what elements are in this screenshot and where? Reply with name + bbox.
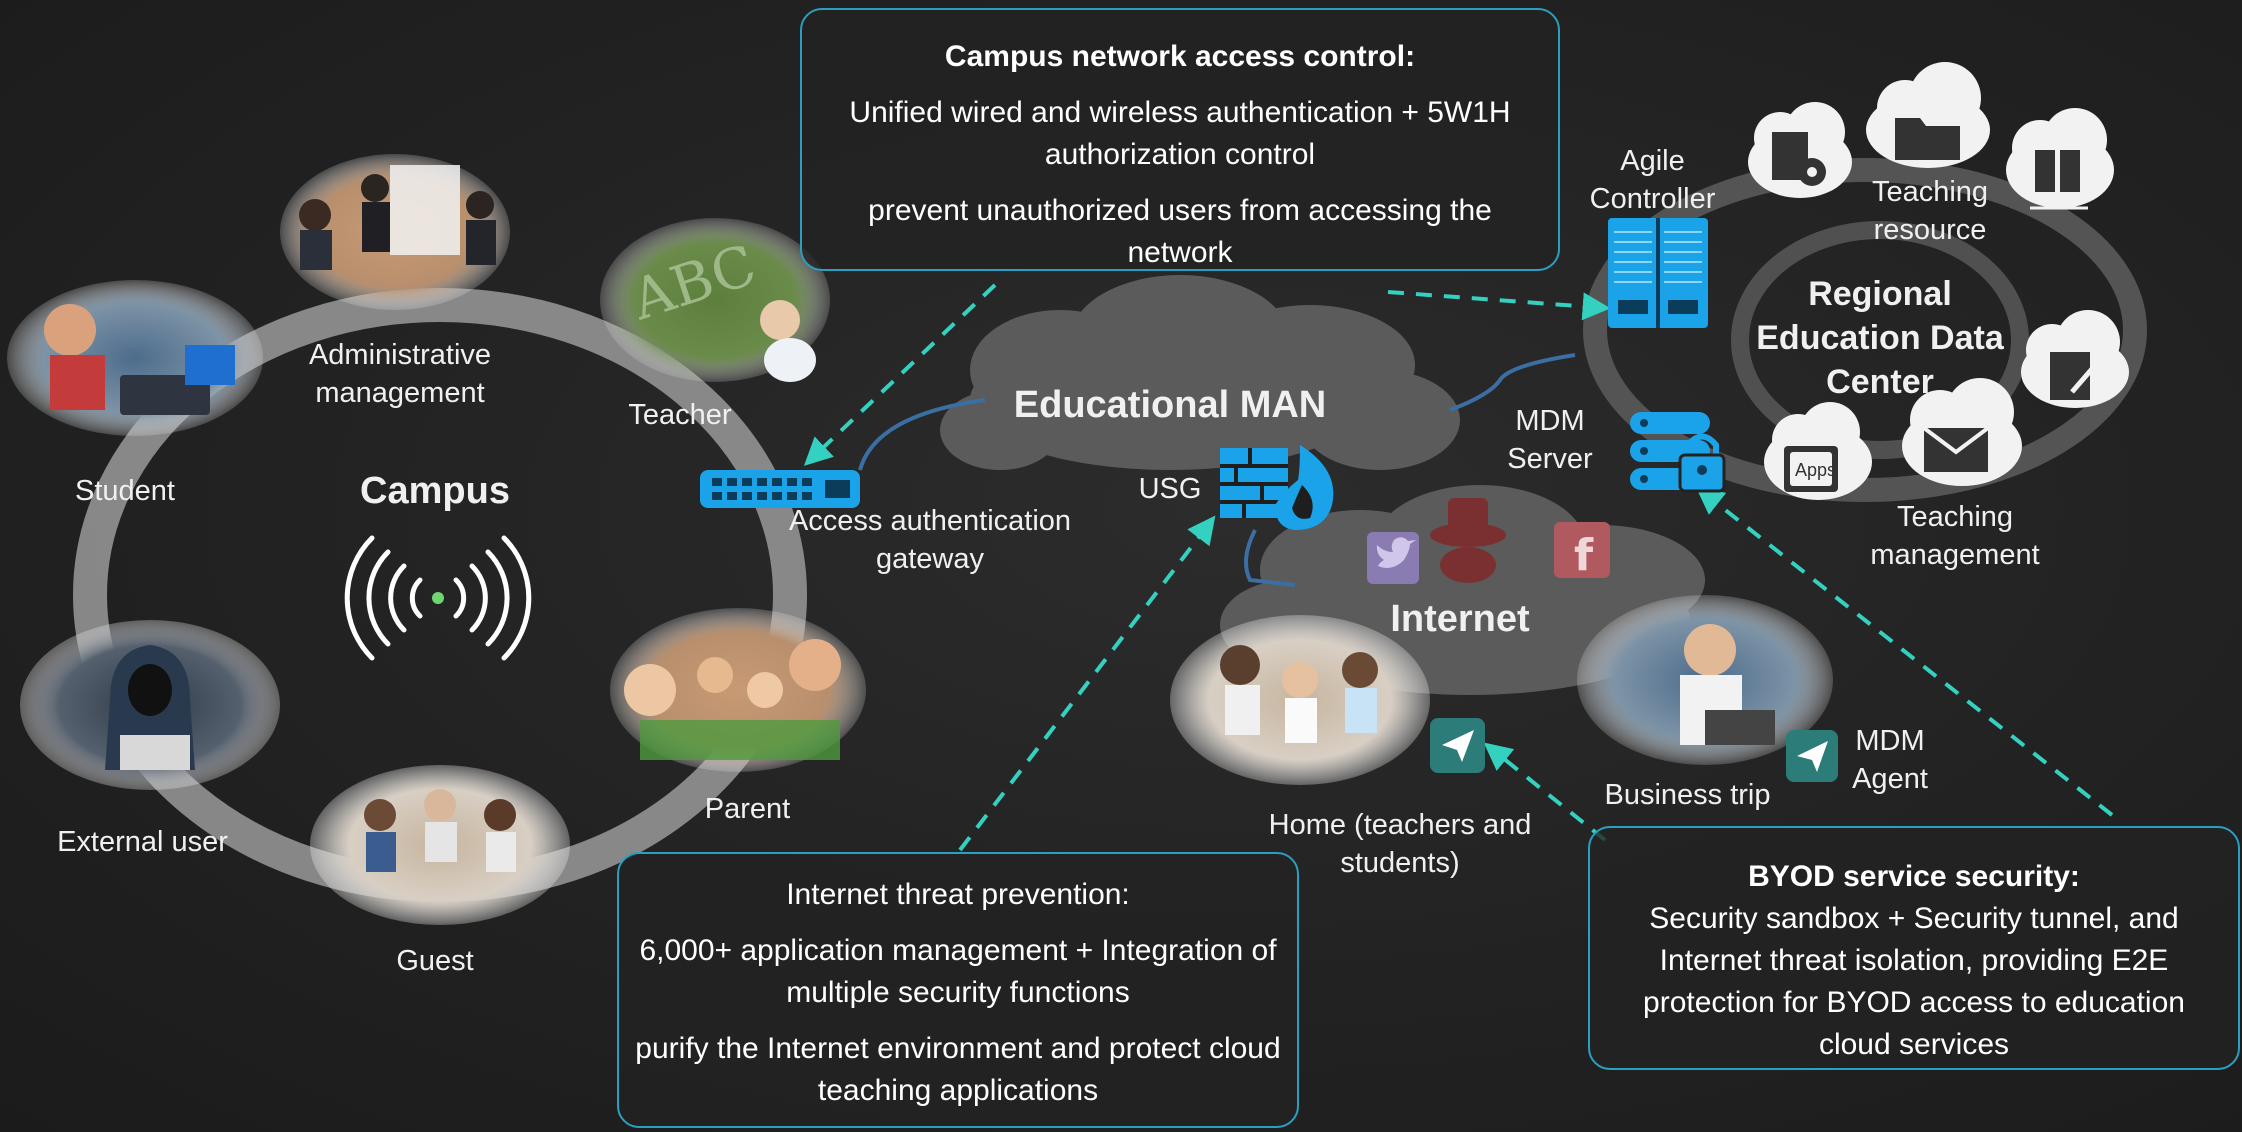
arrow-to-home-agent	[1483, 742, 1607, 842]
arrow-to-usg	[958, 515, 1216, 852]
agile-controller-server-icon	[1608, 218, 1708, 328]
access-control-box: Campus network access control: Unified w…	[800, 8, 1560, 271]
photo-guest	[310, 765, 570, 925]
label-business-trip: Business trip	[1604, 779, 1771, 811]
cloud-folder-icon	[1866, 62, 1990, 168]
byod-title: BYOD service security:	[1748, 860, 2080, 893]
arrow-to-mdm-server	[1695, 486, 2114, 817]
photo-home	[1170, 615, 1430, 785]
byod-box: BYOD service security: Security sandbox …	[1588, 826, 2240, 1070]
photo-parent	[610, 608, 866, 772]
label-teaching-resource: Teaching resource	[1871, 176, 1989, 246]
facebook-icon: f	[1554, 522, 1610, 581]
cloud-document-icon	[2021, 310, 2129, 408]
byod-line1: Security sandbox + Security tunnel, and …	[1643, 902, 2185, 1061]
access-control-line1: Unified wired and wireless authenticatio…	[849, 96, 1511, 171]
man-cloud	[940, 275, 1460, 470]
cloud-server-icon	[2006, 108, 2114, 210]
label-usg: USG	[1138, 473, 1202, 505]
label-guest: Guest	[396, 945, 474, 977]
apps-icon-text: Apps	[1795, 460, 1836, 480]
label-student: Student	[75, 475, 175, 507]
incognito-icon	[1430, 498, 1506, 583]
photo-administrative	[280, 154, 510, 310]
internet-threat-box: Internet threat prevention: 6,000+ appli…	[617, 852, 1299, 1128]
internet-title: Internet	[1390, 598, 1530, 640]
dashed-arrows	[803, 283, 2114, 852]
wifi-icon	[344, 535, 532, 661]
label-mdm-server: MDM Server	[1507, 405, 1593, 475]
label-parent: Parent	[704, 793, 791, 825]
cloud-apps-icon: Apps	[1764, 402, 1872, 500]
paper-plane-icon-agent	[1786, 730, 1838, 782]
paper-plane-icon-home	[1430, 718, 1485, 773]
campus-title: Campus	[360, 470, 510, 512]
photo-student	[7, 280, 263, 436]
twitter-icon	[1367, 532, 1419, 584]
label-teaching-management: Teaching management	[1870, 501, 2040, 571]
photo-business-trip	[1577, 595, 1833, 765]
svg-text:f: f	[1574, 530, 1594, 581]
firewall-icon	[1220, 445, 1334, 530]
datacenter-outer-ring	[1583, 158, 2147, 502]
datacenter-inner-ring	[1731, 221, 2029, 459]
arrow-to-agile	[1387, 290, 1611, 321]
connectors	[858, 353, 1576, 587]
mdm-server-icon	[1630, 412, 1726, 493]
label-agile-controller: Agile Controller	[1589, 145, 1716, 215]
internet-threat-title: Internet threat prevention:	[786, 878, 1130, 911]
photo-teacher: ABC	[600, 218, 830, 382]
label-mdm-agent: MDM Agent	[1852, 725, 1928, 795]
arrow-to-gateway	[803, 283, 997, 466]
label-teacher: Teacher	[628, 399, 732, 431]
photo-external-user	[20, 620, 280, 790]
man-title: Educational MAN	[1013, 384, 1327, 426]
cloud-book-icon	[1748, 102, 1852, 198]
access-control-title: Campus network access control:	[944, 40, 1416, 73]
label-access-gateway: Access authentication gateway	[788, 505, 1072, 575]
datacenter-title: Regional Education Data Center	[1756, 275, 2004, 401]
label-home: Home (teachers and students)	[1268, 809, 1532, 879]
label-external-user: External user	[57, 826, 228, 858]
internet-threat-line1: 6,000+ application management + Integrat…	[639, 934, 1277, 1009]
access-control-line2: prevent unauthorized users from accessin…	[868, 194, 1492, 269]
switch-icon	[700, 470, 860, 508]
cloud-mail-icon	[1902, 378, 2022, 486]
label-administrative: Administrative management	[308, 339, 492, 409]
internet-threat-line2: purify the Internet environment and prot…	[635, 1032, 1281, 1107]
